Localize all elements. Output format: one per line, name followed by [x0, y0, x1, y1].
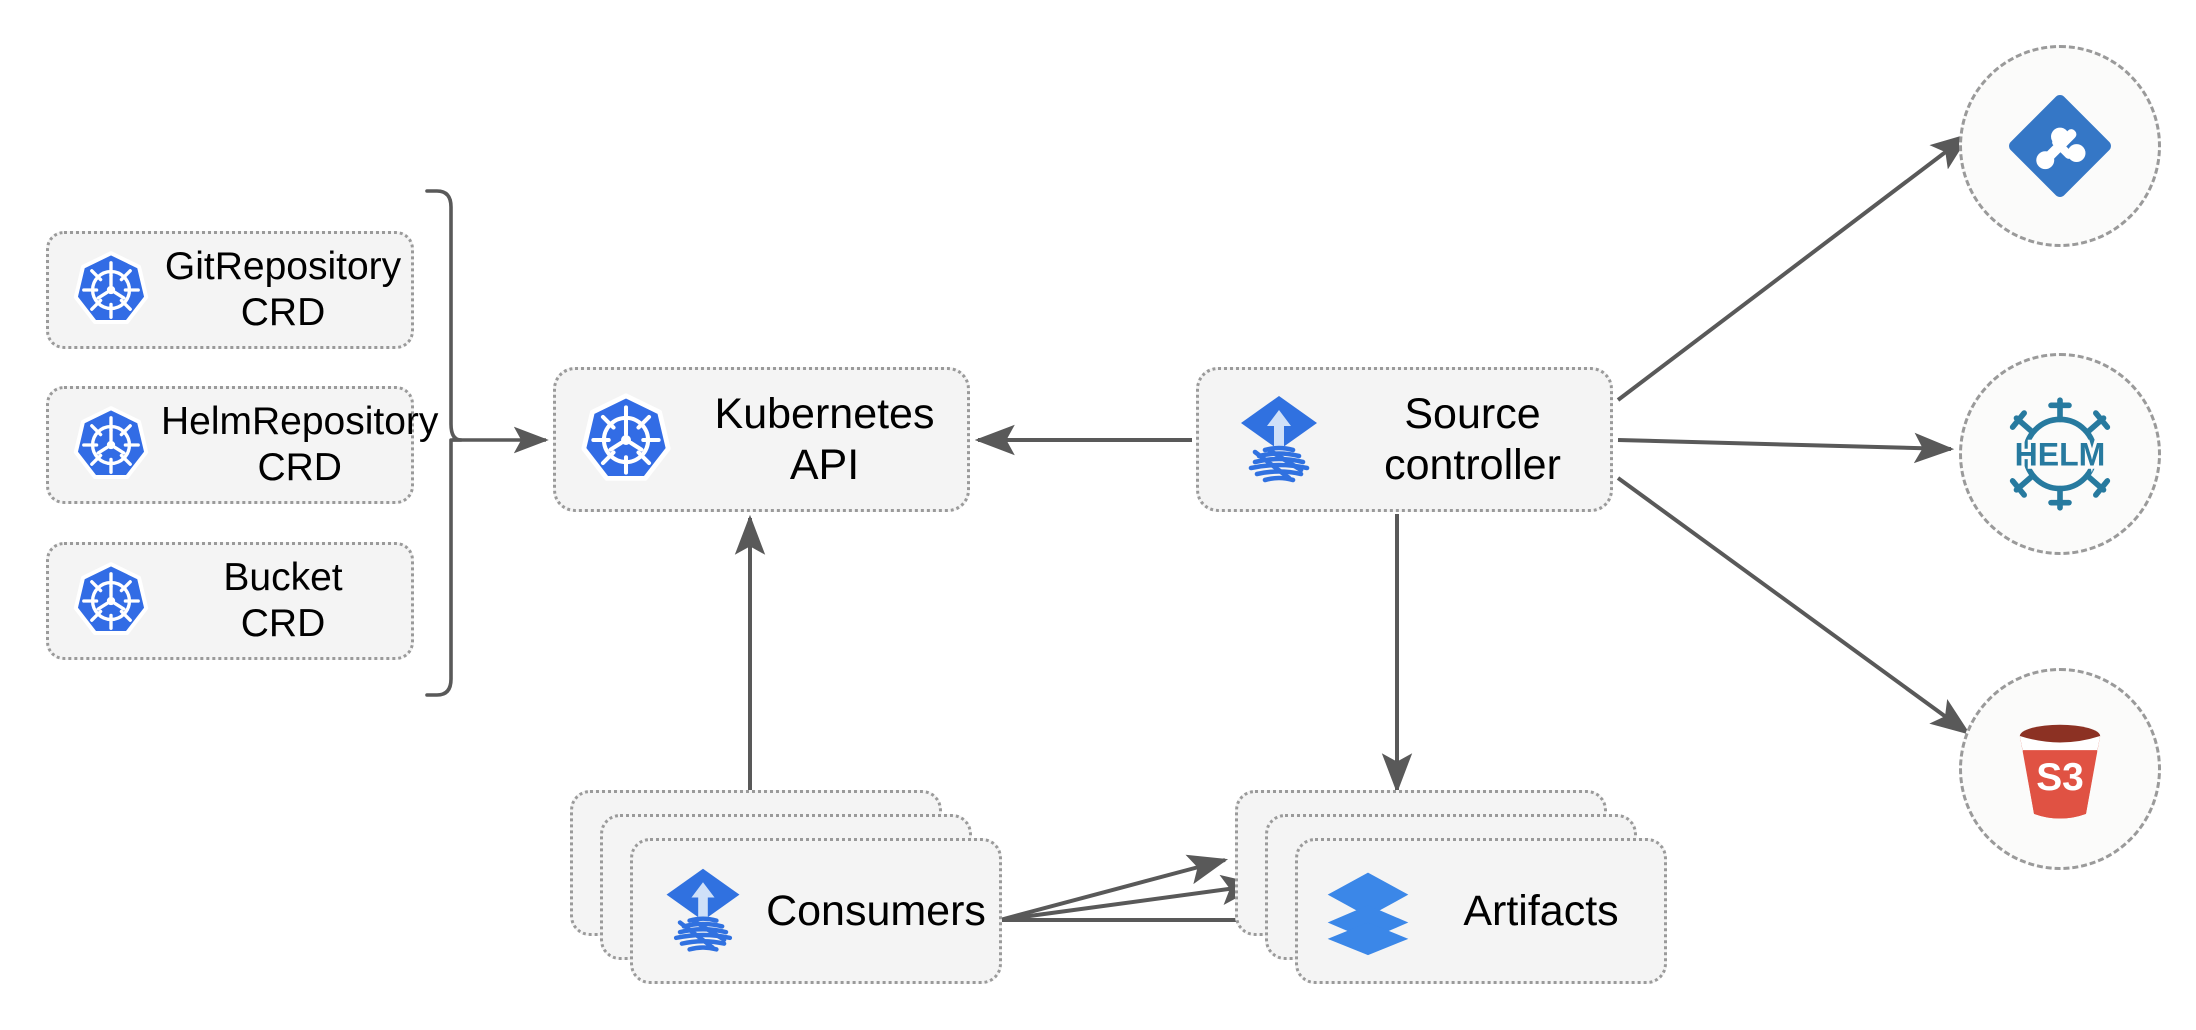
source-helm[interactable]: HELM	[1959, 353, 2161, 555]
crd-card-label: GitRepository CRD	[164, 244, 402, 334]
s3-bucket-icon: S3	[2001, 710, 2119, 828]
crd-card-helmrepository[interactable]: HelmRepository CRD	[46, 386, 438, 504]
helm-icon: HELM	[1996, 390, 2124, 518]
node-label: Artifacts	[1463, 886, 1619, 935]
crd-card-label: HelmRepository CRD	[161, 399, 439, 489]
node-kubernetes-api[interactable]: Kubernetes API	[553, 367, 970, 512]
source-git[interactable]	[1959, 45, 2161, 247]
layers-icon	[1320, 863, 1416, 959]
flux-icon	[1229, 390, 1329, 490]
edge-source-controller-to-helm	[1617, 432, 1955, 464]
s3-wordmark: S3	[2036, 756, 2084, 799]
kubernetes-icon	[71, 250, 151, 330]
edge-consumers-to-artifacts-2	[999, 874, 1262, 922]
edge-source-controller-to-s3	[1616, 476, 1971, 735]
node-artifacts[interactable]: Artifacts	[1235, 790, 1695, 990]
edge-source-controller-to-git	[1616, 133, 1971, 402]
git-icon	[2001, 87, 2119, 205]
kubernetes-icon	[71, 561, 151, 641]
crd-card-bucket[interactable]: Bucket CRD	[46, 542, 414, 660]
node-label: Source controller	[1384, 389, 1561, 489]
node-consumers[interactable]: Consumers	[570, 790, 1030, 990]
artifacts-sheet-front[interactable]: Artifacts	[1295, 838, 1667, 984]
kubernetes-icon	[578, 392, 674, 488]
consumers-sheet-front[interactable]: Consumers	[630, 838, 1002, 984]
helm-wordmark: HELM	[2015, 437, 2106, 473]
node-label: Consumers	[766, 886, 986, 935]
crd-card-gitrepository[interactable]: GitRepository CRD	[46, 231, 414, 349]
flux-icon	[655, 863, 751, 959]
kubernetes-icon	[71, 405, 151, 485]
edge-consumers-to-artifacts-1	[999, 854, 1229, 922]
source-s3[interactable]: S3	[1959, 668, 2161, 870]
crd-card-label: Bucket CRD	[223, 555, 343, 645]
node-source-controller[interactable]: Source controller	[1196, 367, 1613, 512]
node-label: Kubernetes API	[714, 389, 935, 489]
